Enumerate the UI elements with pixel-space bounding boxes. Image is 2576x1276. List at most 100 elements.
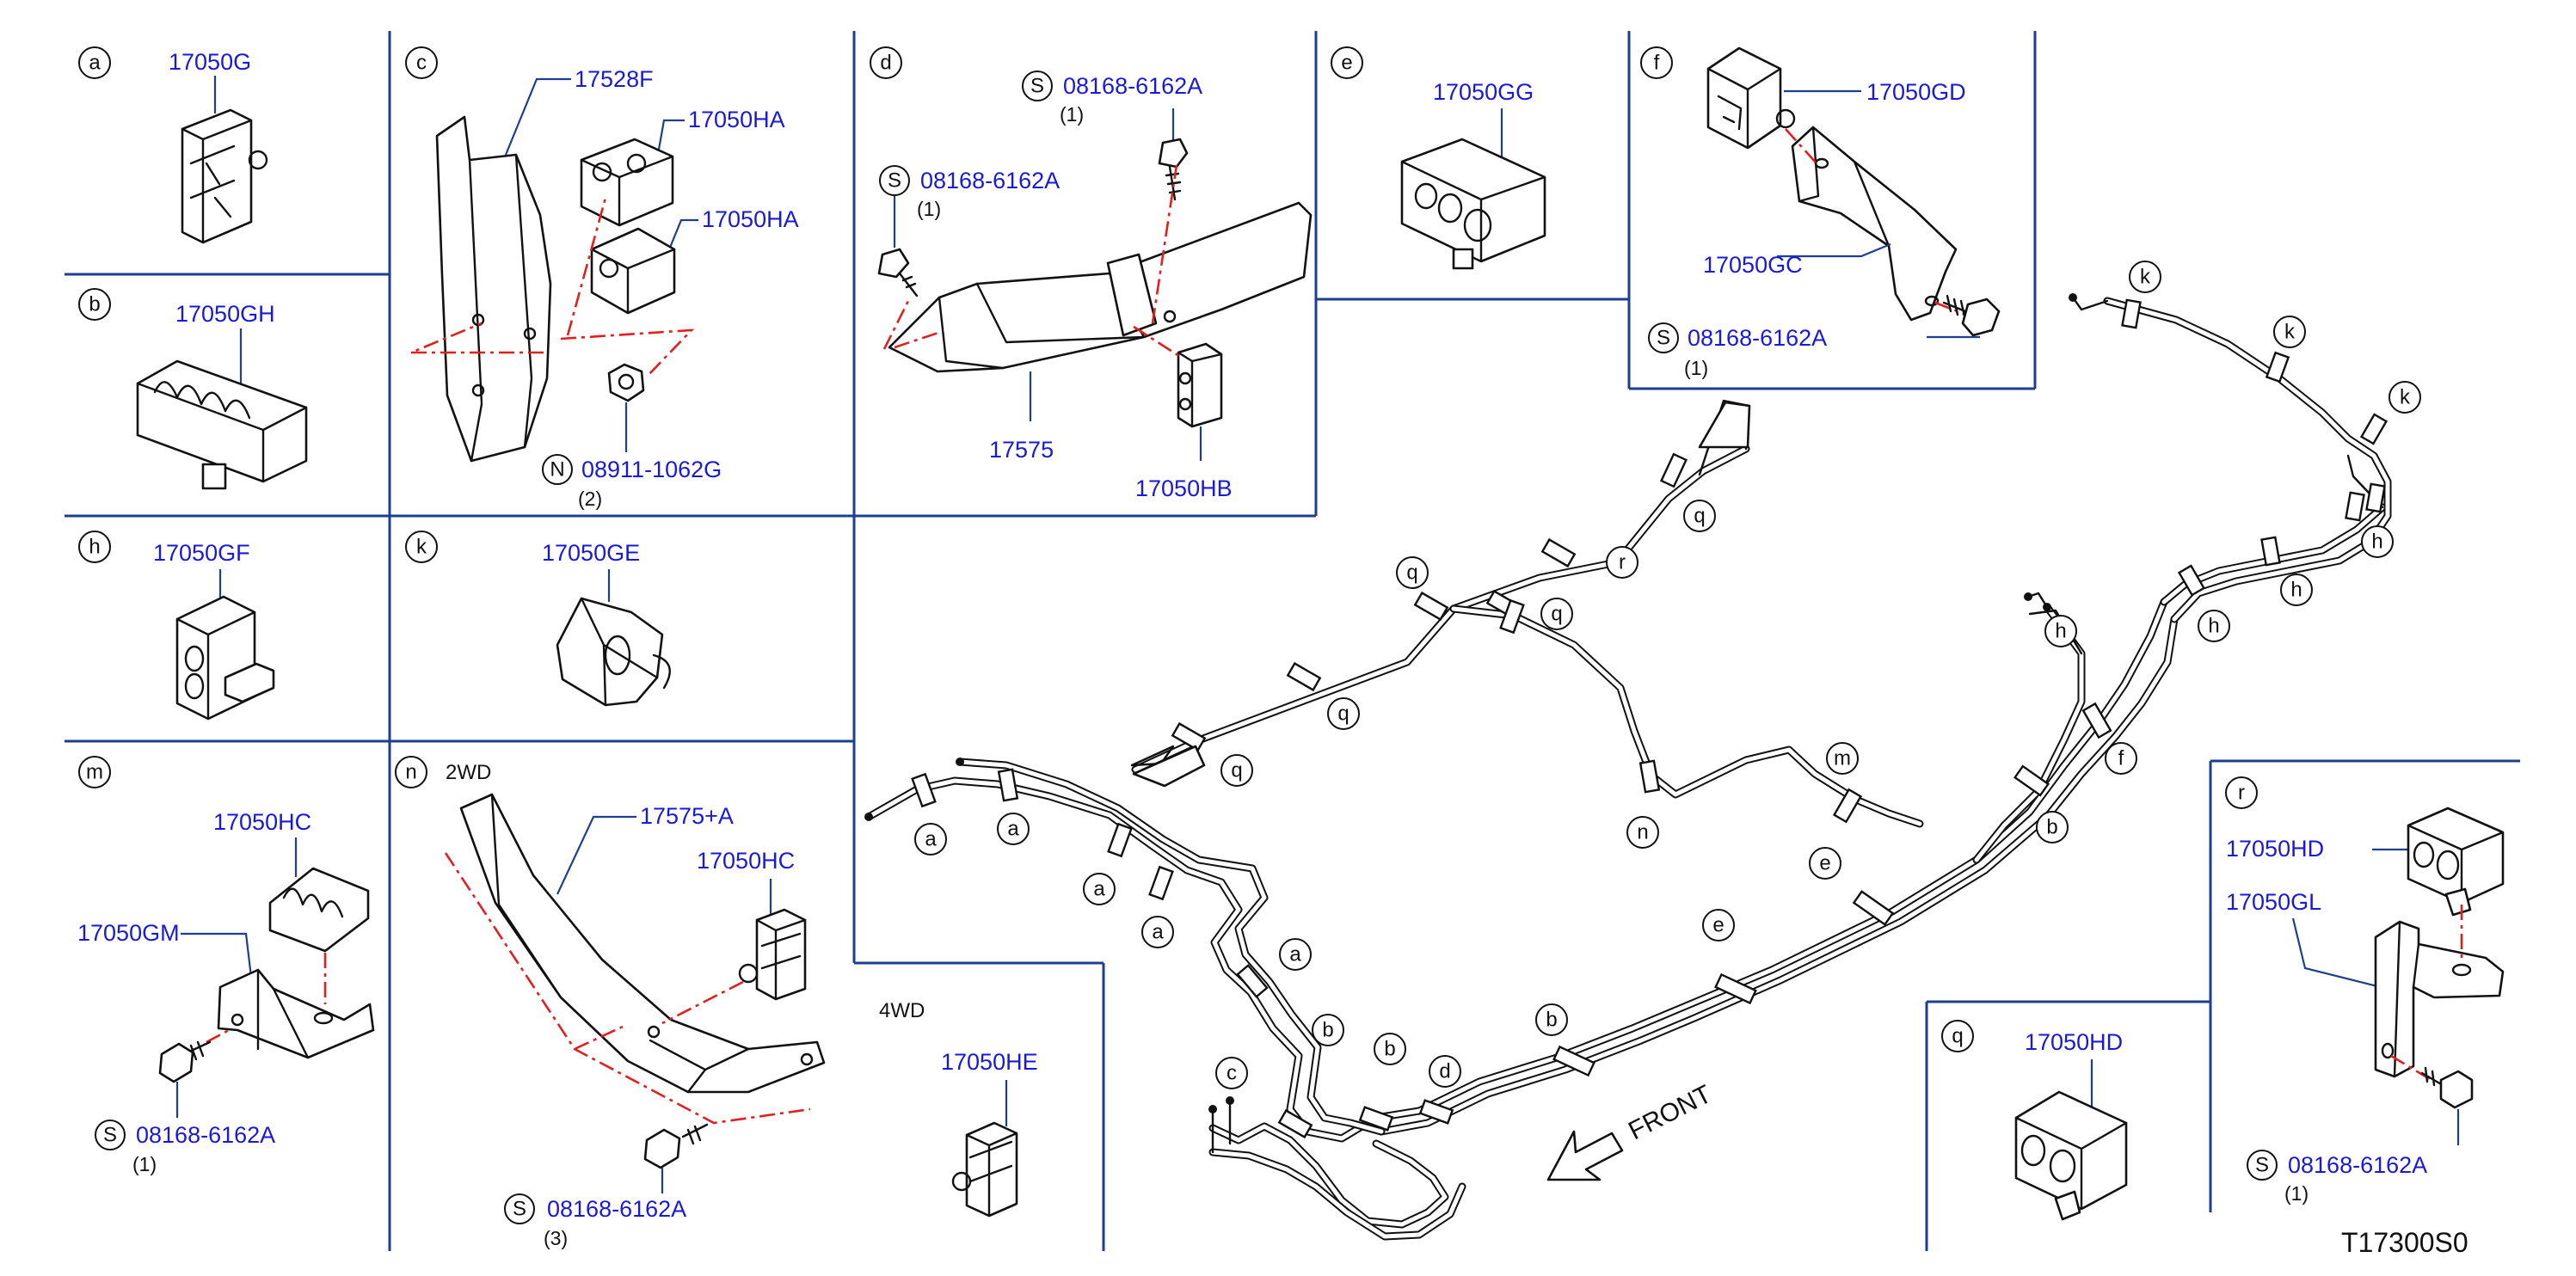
panel-m: m 17050HC 17050GM S 08168-6162A (1) bbox=[77, 756, 375, 1175]
callout-c: c bbox=[1215, 1057, 1248, 1089]
svg-text:k: k bbox=[2284, 321, 2296, 344]
left-end-bracket bbox=[1132, 745, 1206, 788]
variant-4wd-label: 4WD bbox=[879, 999, 925, 1022]
panel-h-ref-bubble bbox=[78, 531, 111, 563]
svg-text:a: a bbox=[1093, 878, 1105, 901]
svg-text:b: b bbox=[1546, 1009, 1557, 1032]
part-17575-label: 17575 bbox=[989, 437, 1054, 463]
callout-a-2: a bbox=[997, 813, 1030, 845]
panel-k: k 17050GE bbox=[405, 531, 671, 707]
screw-r-prefix: S bbox=[2255, 1154, 2269, 1177]
panel-k-ref-bubble bbox=[405, 531, 438, 563]
callout-r: r bbox=[1606, 546, 1638, 579]
part-08168-6162A-upper-label: 08168-6162A bbox=[1063, 73, 1202, 99]
upper-end-bracket bbox=[1698, 401, 1751, 449]
svg-text:q: q bbox=[1337, 702, 1349, 726]
panel-d-ref-bubble bbox=[870, 46, 902, 79]
svg-text:e: e bbox=[1712, 914, 1724, 937]
bolt-f-illustration bbox=[1942, 294, 2001, 337]
tube-clips bbox=[911, 298, 2388, 1139]
panel-n: n 2WD 17575+A 17050HC S 08168-6162A (3) bbox=[395, 756, 826, 1249]
callout-a-3: a bbox=[1083, 873, 1116, 905]
part-17050GM-label: 17050GM bbox=[77, 920, 180, 946]
callout-a-1: a bbox=[914, 823, 947, 856]
panel-m-ref-bubble bbox=[78, 756, 111, 788]
svg-text:e: e bbox=[1819, 852, 1830, 875]
part-08911-1062G-label: 08911-1062G bbox=[581, 457, 722, 482]
panel-a-ref: a bbox=[89, 52, 101, 75]
front-arrow: FRONT bbox=[1546, 1080, 1716, 1181]
callout-d: d bbox=[1429, 1055, 1461, 1088]
panel-f-ref-bubble bbox=[1640, 46, 1673, 79]
callout-b-4: b bbox=[2036, 811, 2069, 844]
part-17050GC-label: 17050GC bbox=[1703, 252, 1803, 278]
panel-n-ref-bubble bbox=[395, 756, 427, 788]
part-08168-6162A-f-qty: (1) bbox=[1684, 357, 1708, 379]
svg-text:k: k bbox=[2400, 386, 2411, 409]
bracket-17050GM-illustration bbox=[217, 968, 375, 1059]
svg-text:h: h bbox=[2371, 531, 2382, 554]
panel-m-ref: m bbox=[86, 761, 103, 784]
part-08911-1062G-qty: (2) bbox=[578, 488, 602, 510]
panel-a: a 17050G bbox=[78, 46, 268, 244]
part-17050GF-label: 17050GF bbox=[153, 540, 250, 566]
callout-b-2: b bbox=[1374, 1033, 1406, 1065]
callout-h-1: h bbox=[2198, 610, 2230, 642]
panel-c: c 17528F 17050HA 17050HA bbox=[405, 46, 799, 510]
svg-text:k: k bbox=[2140, 266, 2151, 289]
clip-17050HD-q-illustration bbox=[2014, 1090, 2128, 1221]
panel-r-ref-bubble bbox=[2225, 776, 2258, 809]
part-17050HC-m-label: 17050HC bbox=[213, 809, 311, 835]
part-08168-6162A-r-qty: (1) bbox=[2284, 1182, 2309, 1205]
panel-r: r 17050HD 17050GL S 08168-6162A (1) bbox=[2225, 776, 2505, 1205]
nut-prefix-bubble bbox=[542, 454, 573, 485]
panel-e: e 17050GG bbox=[1331, 46, 1546, 270]
nut-08911-1062G-illustration bbox=[607, 363, 645, 402]
panel-n-4wd: 4WD 17050HE bbox=[879, 999, 1038, 1218]
svg-text:q: q bbox=[1551, 603, 1562, 626]
screw1-prefix-bubble bbox=[1022, 71, 1053, 101]
bolt-lower-illustration bbox=[877, 248, 919, 298]
callout-k-3: k bbox=[2388, 381, 2421, 414]
callout-q-4: q bbox=[1540, 598, 1573, 630]
clip-17050HE-illustration bbox=[951, 1121, 1018, 1218]
callout-h-2: h bbox=[2280, 574, 2313, 606]
panel-h: h 17050GF bbox=[78, 531, 275, 721]
bracket-17050GC-illustration bbox=[1791, 126, 1958, 322]
panel-frames bbox=[65, 31, 2520, 1251]
callout-e-2: e bbox=[1702, 909, 1735, 942]
panel-e-ref-bubble bbox=[1331, 46, 1363, 79]
diagram-code: T17300S0 bbox=[2341, 1227, 2468, 1258]
callout-q-2: q bbox=[1327, 697, 1360, 730]
clip-17050HC-m-illustration bbox=[268, 867, 370, 953]
bracket-17575-illustration bbox=[888, 201, 1313, 373]
clip-17050GG-illustration bbox=[1400, 138, 1546, 270]
panel-k-ref: k bbox=[416, 536, 427, 559]
part-08168-6162A-f-label: 08168-6162A bbox=[1688, 325, 1827, 351]
panel-d: d S 08168-6162A (1) S 08168-6162A (1) bbox=[870, 46, 1313, 501]
screw-f-prefix-bubble bbox=[1648, 322, 1679, 353]
svg-text:n: n bbox=[1637, 821, 1648, 844]
svg-text:d: d bbox=[1439, 1060, 1450, 1083]
screw-n-prefix: S bbox=[513, 1198, 526, 1221]
part-17050HC-n-label: 17050HC bbox=[697, 848, 795, 874]
panel-q-ref-bubble bbox=[1941, 1020, 1974, 1052]
part-17050HB-label: 17050HB bbox=[1135, 475, 1233, 501]
brake-tube-routing bbox=[864, 293, 2392, 1241]
svg-text:a: a bbox=[1289, 943, 1301, 966]
panel-b: b 17050GH bbox=[78, 288, 308, 490]
callout-n: n bbox=[1626, 816, 1659, 849]
screw2-prefix-bubble bbox=[879, 165, 910, 196]
part-17050GD-label: 17050GD bbox=[1866, 79, 1966, 105]
callout-f: f bbox=[2105, 742, 2137, 775]
panel-c-ref: c bbox=[416, 52, 427, 75]
part-08168-6162A-n-qty: (3) bbox=[544, 1227, 568, 1249]
panel-b-ref-bubble bbox=[78, 288, 111, 321]
part-17050GG-label: 17050GG bbox=[1433, 79, 1534, 105]
panel-f: f 17050GD 17050GC S 08168-6162A (1) bbox=[1640, 46, 2001, 379]
svg-text:q: q bbox=[1406, 561, 1417, 585]
svg-text:b: b bbox=[1384, 1038, 1395, 1061]
bolt-r-illustration bbox=[2420, 1066, 2474, 1109]
part-17528F-label: 17528F bbox=[575, 66, 654, 92]
screw-r-prefix-bubble bbox=[2247, 1150, 2278, 1181]
